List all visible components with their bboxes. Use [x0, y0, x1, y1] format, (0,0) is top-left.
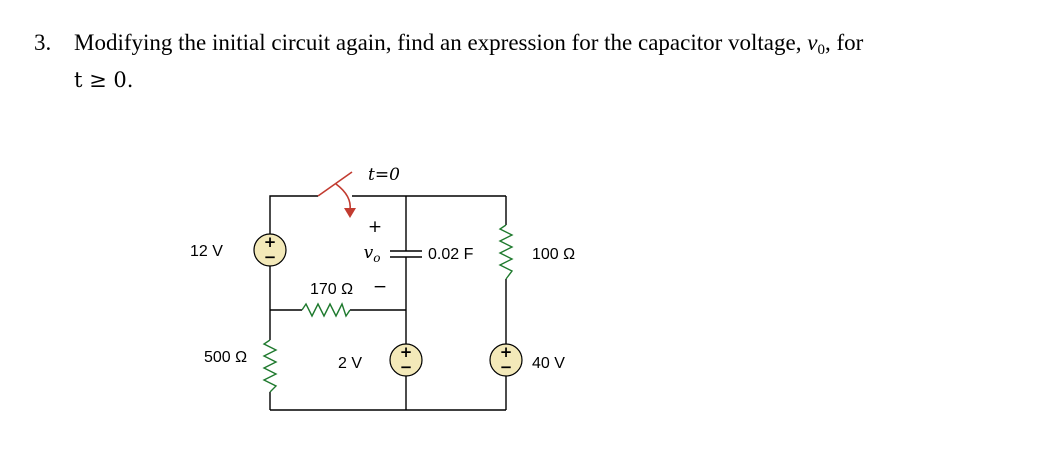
source-12v-minus: −: [264, 248, 277, 266]
vo-var: v: [364, 243, 374, 263]
source-2v-minus: −: [400, 358, 413, 376]
source-12v-plus: +: [264, 233, 277, 251]
resistor-170-zigzag: [301, 302, 351, 318]
source-40v: [489, 343, 523, 377]
resistor-500-zigzag: [262, 339, 278, 393]
question-number: 3.: [34, 30, 52, 55]
vo-minus-sign: −: [373, 277, 387, 297]
switch-arrow-curve: [335, 183, 352, 211]
question-text-before: Modifying the initial circuit again, fin…: [74, 30, 808, 55]
vo-sub: o: [373, 251, 380, 265]
math-sub-0: 0: [817, 42, 825, 58]
source-40v-plus: +: [500, 343, 513, 361]
math-v0: v0: [807, 30, 825, 58]
switch-arrow-head: [344, 208, 356, 218]
source-12v-label: 12 V: [190, 243, 223, 260]
switch-label: t=0: [368, 165, 400, 185]
source-12v: [253, 233, 287, 267]
math-v: v: [807, 30, 818, 55]
resistor-500-label: 500 Ω: [204, 349, 247, 366]
source-40v-label: 40 V: [532, 355, 565, 372]
question-text: 3. Modifying the initial circuit again, f…: [34, 28, 1024, 95]
question-text-after: , for: [824, 30, 864, 55]
resistor-100-label: 100 Ω: [532, 246, 575, 263]
source-2v-plus: +: [400, 343, 413, 361]
source-2v: [389, 343, 423, 377]
vo-plus-sign: +: [368, 217, 382, 237]
resistor-170-label: 170 Ω: [310, 281, 353, 298]
source-2v-label: 2 V: [338, 355, 362, 372]
question-line2: t ≥ 0.: [74, 68, 134, 92]
source-40v-minus: −: [500, 358, 513, 376]
switch-blade: [317, 171, 353, 197]
wire-top-left: [269, 195, 318, 250]
resistor-100-zigzag: [498, 224, 514, 280]
capacitor-label: 0.02 F: [428, 246, 474, 263]
vo-label: vo: [364, 243, 381, 265]
